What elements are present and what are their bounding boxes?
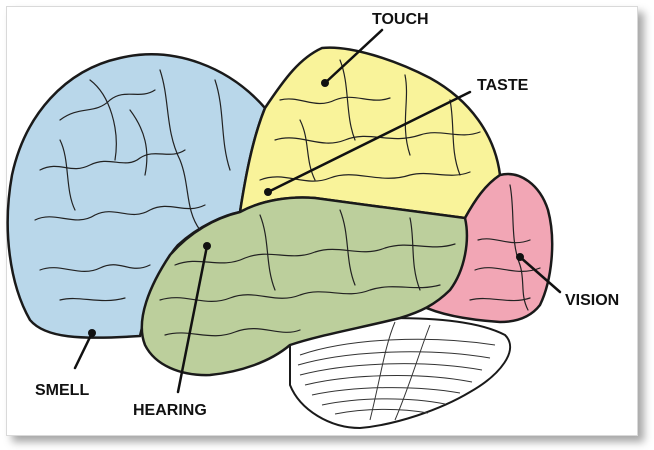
hearing-leader [176, 244, 209, 394]
vision-leader [518, 255, 562, 294]
cerebellum-folds [297, 321, 496, 421]
taste-dot [264, 188, 272, 196]
hearing-dot [203, 242, 211, 250]
touch-dot [321, 79, 329, 87]
label-touch: TOUCH [372, 11, 429, 28]
leader-lines [73, 28, 562, 394]
brain-folds [34, 59, 541, 337]
label-taste: TASTE [477, 77, 529, 94]
smell-dot [88, 329, 96, 337]
label-hearing: HEARING [133, 402, 207, 419]
lobe-boundary-dotted [314, 197, 466, 219]
leader-dots [88, 79, 524, 337]
parietal-lobe [238, 46, 502, 220]
label-smell: SMELL [35, 382, 89, 399]
smell-leader [73, 331, 94, 370]
label-vision: VISION [565, 292, 619, 309]
touch-leader [323, 28, 384, 85]
taste-leader [266, 90, 472, 194]
vision-dot [516, 253, 524, 261]
